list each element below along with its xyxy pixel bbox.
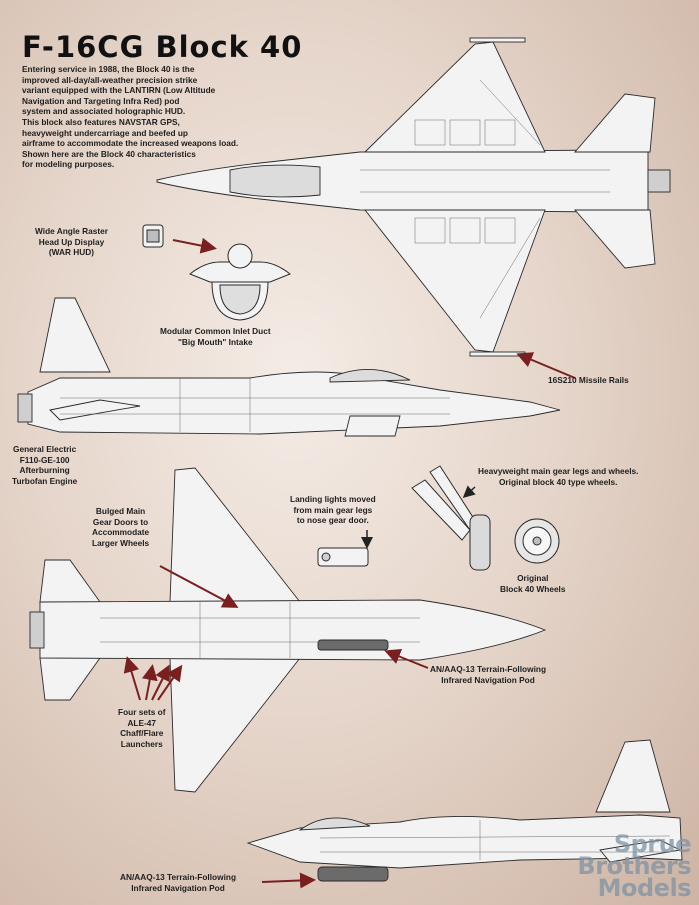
page-title: F-16CG Block 40	[22, 30, 303, 64]
intro-line: Entering service in 1988, the Block 40 i…	[22, 64, 195, 74]
pod-top-label: AN/AAQ-13 Terrain-Following Infrared Nav…	[430, 664, 547, 685]
doors-arrow	[159, 565, 239, 608]
gear-arrow	[462, 485, 476, 499]
intro-line: Shown here are the Block 40 characterist…	[22, 148, 196, 159]
main-gear-detail	[411, 465, 491, 571]
rails-arrow	[516, 352, 576, 379]
pod-bottom-arrow	[261, 872, 316, 889]
watermark-logo: Sprue Brothers Models	[577, 830, 691, 902]
war-hud-detail	[142, 224, 217, 254]
side-view-aircraft	[17, 297, 561, 437]
chaff-arrow	[157, 664, 183, 701]
intro-line: system and associated holographic HUD.	[22, 106, 186, 117]
nose-gear-door-detail	[317, 547, 369, 567]
intro-line: variant equipped with the LANTIRN (Low A…	[22, 85, 216, 96]
wheels-label: Original Block 40 Wheels	[500, 573, 566, 594]
top-view-aircraft	[156, 37, 671, 357]
intro-line: Navigation and Targeting Infra Red) pod	[22, 95, 180, 106]
chaff-label: Four sets of ALE-47 Chaff/Flare Launcher…	[118, 707, 166, 749]
gear-label: Heavyweight main gear legs and wheels. O…	[478, 466, 639, 487]
intro-line: for modeling purposes.	[22, 159, 115, 170]
intro-line: improved all-day/all-weather precision s…	[22, 74, 198, 85]
doors-label: Bulged Main Gear Doors to Accommodate La…	[92, 506, 150, 548]
rails-label: 16S210 Missile Rails	[548, 375, 629, 385]
pod-top-arrow	[384, 649, 429, 669]
bottom-view-aircraft	[29, 467, 547, 793]
chaff-arrow	[141, 664, 158, 701]
lights-label: Landing lights moved from main gear legs…	[290, 494, 376, 526]
inlet-label: Modular Common Inlet Duct "Big Mouth" In…	[160, 326, 271, 347]
intro-line: heavyweight undercarriage and beefed up	[22, 127, 188, 138]
intro-text: Entering service in 1988, the Block 40 i…	[22, 64, 322, 170]
pod-bottom-label: AN/AAQ-13 Terrain-Following Infrared Nav…	[120, 872, 237, 893]
hud-label: Wide Angle Raster Head Up Display (WAR H…	[35, 226, 108, 258]
wheel-detail	[514, 518, 560, 564]
intro-line: airframe to accommodate the increased we…	[22, 138, 239, 149]
chaff-arrow	[123, 656, 141, 701]
chaff-arrow	[151, 664, 170, 701]
intake-detail	[189, 243, 291, 321]
engine-label: General Electric F110-GE-100 Afterburnin…	[12, 444, 78, 486]
side-view-aircraft-lower	[246, 739, 683, 882]
intro-line: This block also features NAVSTAR GPS,	[22, 116, 180, 127]
